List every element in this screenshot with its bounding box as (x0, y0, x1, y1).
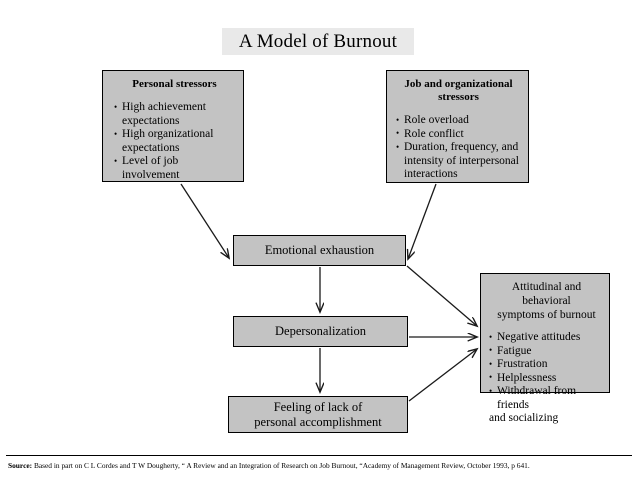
box-job-stressors-heading-line-2: stressors (438, 91, 479, 103)
list-item: Fatigue (489, 344, 604, 359)
box-personal-stressors: Personal stressors High achievement expe… (102, 70, 244, 182)
arrow-job-to-exhaustion (408, 183, 437, 259)
list-item-line: intensity of interpersonal (404, 154, 519, 167)
list-item-line: Withdrawal from friends (497, 385, 577, 411)
box-job-stressors-bullets: Role overload Role conflict Duration, fr… (396, 114, 521, 182)
box-symptoms-bullets: Negative attitudes Fatigue Frustration H… (489, 331, 604, 426)
list-item: Role overload (396, 114, 521, 128)
box-feeling-of-lack-of-personal-accomplishment: Feeling of lack of personal accomplishme… (228, 396, 408, 433)
list-item: Helplessness (489, 371, 604, 386)
list-item-line: Fatigue (497, 344, 532, 357)
box-feeling-label-wrap: Feeling of lack of personal accomplishme… (254, 400, 381, 430)
box-symptoms-heading-line-2: symptoms of burnout (497, 309, 596, 321)
list-item: Duration, frequency, and intensity of in… (396, 141, 521, 182)
list-item: Frustration (489, 358, 604, 372)
list-item-line: and socializing (489, 412, 559, 424)
list-item-line: expectations (122, 141, 180, 154)
list-item-line: Duration, frequency, and (404, 141, 519, 153)
source-label: Source: (8, 461, 33, 470)
list-item-line: Role conflict (404, 127, 464, 140)
box-job-stressors-heading-line-1: Job and organizational (404, 78, 513, 90)
list-item: Role conflict (396, 127, 521, 142)
list-item: Negative attitudes (489, 331, 604, 345)
box-depersonalization-label: Depersonalization (275, 324, 366, 338)
arrow-feeling-to-symptoms (408, 349, 477, 402)
footer-divider (6, 455, 632, 456)
list-item: Withdrawal from friends and socializing (489, 385, 604, 426)
box-depersonalization: Depersonalization (233, 316, 408, 347)
list-item: High achievement expectations (114, 101, 235, 128)
arrow-exhaustion-to-symptoms (406, 265, 477, 326)
list-item-line: expectations (122, 114, 180, 127)
list-item-line: interactions (404, 168, 458, 180)
list-item-line: Role overload (404, 114, 469, 126)
list-item-line: Frustration (497, 358, 548, 370)
box-emotional-exhaustion-label: Emotional exhaustion (264, 243, 375, 257)
page-title: A Model of Burnout (222, 28, 414, 55)
box-personal-stressors-heading: Personal stressors (132, 78, 217, 90)
list-item-line: Negative attitudes (497, 331, 581, 343)
source-citation: Source: Based in part on C L Cordes and … (8, 461, 636, 470)
box-job-organizational-stressors: Job and organizational stressors Role ov… (386, 70, 529, 183)
box-emotional-exhaustion: Emotional exhaustion (233, 235, 406, 266)
list-item: High organizational expectations (114, 128, 235, 155)
source-text: Based in part on C L Cordes and T W Doug… (32, 461, 530, 470)
list-item-line: Level of job involvement (122, 155, 180, 181)
box-attitudinal-behavioral-symptoms: Attitudinal and behavioral symptoms of b… (480, 273, 610, 424)
box-symptoms-heading-line-1: Attitudinal and behavioral (511, 281, 582, 307)
box-feeling-label-line-1: Feeling of lack of (273, 399, 363, 414)
box-feeling-label-line-2: personal accomplishment (254, 414, 382, 429)
list-item-line: High achievement (122, 101, 206, 113)
list-item-line: High organizational (122, 128, 214, 140)
list-item-line: Helplessness (497, 371, 557, 384)
list-item: Level of job involvement (114, 155, 235, 182)
box-personal-stressors-bullets: High achievement expectations High organ… (114, 101, 235, 182)
arrow-personal-to-exhaustion (180, 183, 229, 258)
